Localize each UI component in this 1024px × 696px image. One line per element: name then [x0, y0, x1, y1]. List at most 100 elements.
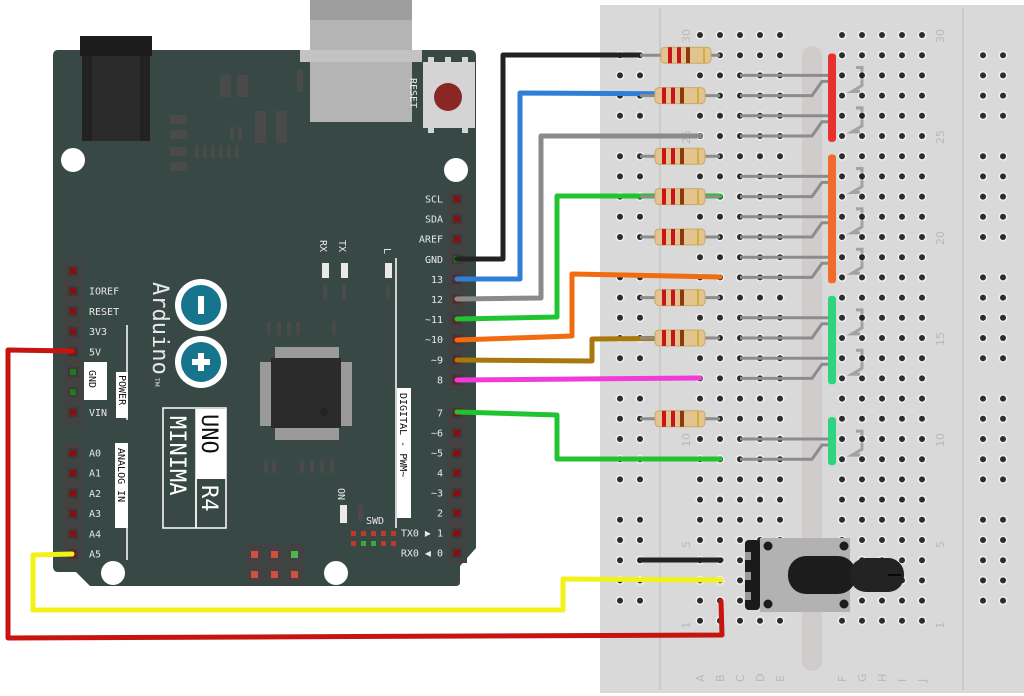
- led-green[interactable]: [740, 417, 875, 466]
- breadboard-hole: [839, 314, 845, 321]
- wire-pin11[interactable]: [454, 193, 723, 322]
- wire-5v[interactable]: [5, 347, 725, 641]
- resistor[interactable]: [640, 147, 720, 165]
- breadboard-hole: [717, 32, 723, 38]
- rail-hole: [617, 537, 623, 543]
- led-orange[interactable]: [740, 154, 875, 203]
- pin-label: RESET: [89, 307, 119, 318]
- rail-hole: [637, 213, 643, 220]
- breadboard-hole: [777, 617, 783, 624]
- gnd-box-label: GND: [86, 370, 97, 388]
- wire-pin10[interactable]: [454, 271, 723, 343]
- breadboard-hole: [919, 153, 925, 160]
- breadboard-hole: [899, 476, 905, 483]
- breadboard-hole: [899, 52, 905, 59]
- resistor[interactable]: [640, 329, 720, 347]
- model-r4: R4: [196, 485, 221, 512]
- breadboard-hole: [879, 274, 885, 281]
- resistor[interactable]: [640, 228, 720, 246]
- mount-hole: [444, 158, 468, 182]
- row-label-left: 1: [680, 622, 693, 629]
- rail-hole: [980, 516, 986, 523]
- pin-label: ~3: [431, 489, 443, 500]
- rail-hole: [1000, 415, 1006, 422]
- breadboard-hole: [757, 395, 763, 402]
- breadboard-labels: 303025252020151510105511ABCDEFGHIJ: [680, 29, 947, 683]
- breadboard-hole: [859, 395, 865, 402]
- breadboard-hole: [737, 415, 743, 422]
- wire-gnd[interactable]: [454, 52, 642, 262]
- resistor[interactable]: [640, 188, 720, 206]
- led-green[interactable]: [740, 295, 875, 344]
- leds: [740, 53, 875, 466]
- led-orange[interactable]: [740, 235, 875, 284]
- breadboard-hole: [899, 436, 905, 442]
- breadboard-hole: [879, 617, 885, 624]
- breadboard-hole: [919, 537, 925, 543]
- breadboard-hole: [919, 133, 925, 139]
- column-label: J: [916, 679, 929, 683]
- rail-hole: [1000, 395, 1006, 402]
- breadboard-hole: [919, 72, 925, 79]
- breadboard-hole: [777, 496, 783, 503]
- wire-pin7[interactable]: [454, 409, 723, 462]
- wire-pin13[interactable]: [454, 90, 703, 282]
- breadboard-hole: [839, 476, 845, 483]
- potentiometer[interactable]: [745, 538, 904, 612]
- led-orange[interactable]: [740, 194, 875, 243]
- rail-hole: [1000, 173, 1006, 180]
- pin-label: A2: [89, 489, 101, 500]
- breadboard-hole: [839, 294, 845, 301]
- led-red[interactable]: [740, 53, 875, 102]
- breadboard-hole: [879, 173, 885, 180]
- rail-hole: [1000, 597, 1006, 604]
- breadboard-hole: [697, 516, 703, 523]
- wire-pin12[interactable]: [454, 133, 703, 302]
- trademark: TM: [153, 377, 160, 387]
- pin-label: 8: [437, 375, 443, 386]
- breadboard-hole: [697, 32, 703, 38]
- breadboard-hole: [737, 577, 743, 584]
- led-green[interactable]: [740, 336, 875, 385]
- rail-hole: [617, 294, 623, 301]
- breadboard-hole: [879, 112, 885, 119]
- breadboard-hole: [879, 254, 885, 261]
- rail-hole: [617, 395, 623, 402]
- resistor[interactable]: [640, 46, 720, 64]
- breadboard-hole: [839, 32, 845, 38]
- breadboard-hole: [839, 193, 845, 200]
- rail-hole: [1000, 52, 1006, 59]
- breadboard-hole: [919, 395, 925, 402]
- breadboard-hole: [879, 335, 885, 341]
- breadboard-hole: [879, 153, 885, 160]
- wire-pin8[interactable]: [454, 375, 703, 383]
- resistor[interactable]: [640, 289, 720, 307]
- breadboard-hole: [879, 436, 885, 442]
- rail-hole: [980, 395, 986, 402]
- breadboard-hole: [899, 254, 905, 261]
- power-section-label: POWER: [116, 375, 127, 406]
- pin-label: 13: [431, 275, 443, 286]
- reset-button[interactable]: [423, 57, 475, 133]
- breadboard-hole: [737, 496, 743, 503]
- breadboard-hole: [879, 395, 885, 402]
- resistor[interactable]: [640, 410, 720, 428]
- row-label-right: 5: [934, 541, 947, 548]
- breadboard-hole: [839, 254, 845, 261]
- rail-hole: [1000, 314, 1006, 321]
- breadboard-hole: [777, 516, 783, 523]
- pin-label: 4: [437, 469, 443, 480]
- resistor[interactable]: [640, 87, 720, 105]
- breadboard-hole: [717, 355, 723, 362]
- wire-a5[interactable]: [30, 551, 724, 613]
- rail-hole: [980, 335, 986, 341]
- breadboard-hole: [919, 92, 925, 99]
- breadboard-hole: [737, 52, 743, 59]
- breadboard-hole: [899, 153, 905, 160]
- breadboard-hole: [859, 496, 865, 503]
- pot-knob[interactable]: [850, 558, 904, 592]
- header-pins: IOREFRESET3V35VVINA0A1A2A3A4A5SCLSDAAREF…: [68, 194, 462, 561]
- led-red[interactable]: [740, 93, 875, 142]
- breadboard-hole: [859, 335, 865, 341]
- rail-hole: [1000, 153, 1006, 160]
